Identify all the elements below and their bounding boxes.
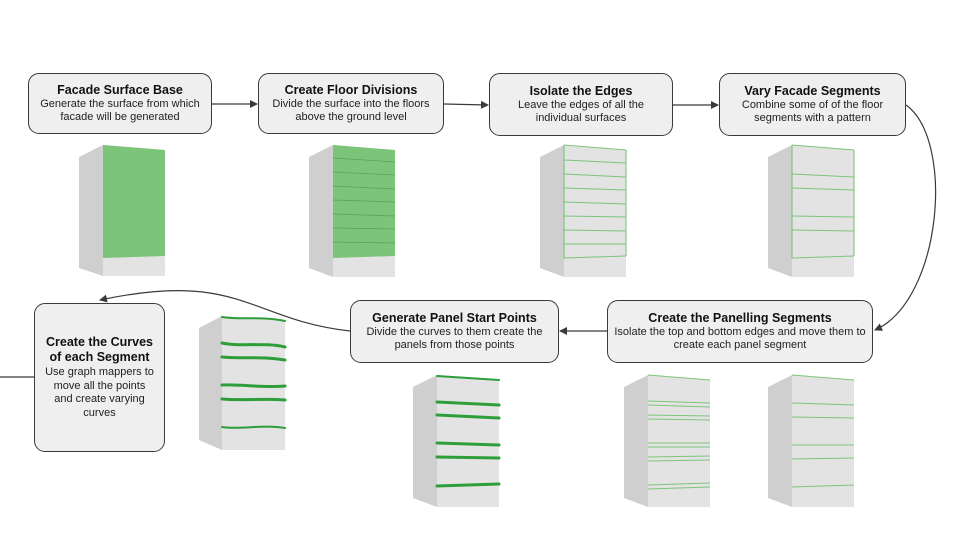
building-8-curved-segments [199,316,287,450]
step-title: Create the Curves of each Segment [46,335,153,364]
building-5-panel-edges [768,374,855,507]
step-description: Use graph mappers to move all the points… [45,366,154,419]
step-generate-panel-start-points: Generate Panel Start Points Divide the c… [350,300,559,363]
arrow-6-to-7 [99,289,351,332]
step-description: Divide the surface into the floors above… [272,97,430,124]
arrow-4-to-5 [874,104,937,331]
step-facade-surface-base: Facade Surface Base Generate the surface… [28,73,212,134]
green-facade-surface [103,145,165,258]
step-title: Vary Facade Segments [744,83,881,98]
step-vary-facade-segments: Vary Facade Segments Combine some of of … [719,73,906,136]
step-description: Isolate the top and bottom edges and mov… [614,325,866,352]
step-create-curves-of-each-segment: Create the Curves of each Segment Use gr… [34,303,165,452]
building-6-panelling-segments [624,374,711,507]
green-facade-surface [333,145,395,258]
step-title: Create Floor Divisions [284,82,418,97]
step-create-floor-divisions: Create Floor Divisions Divide the surfac… [258,73,444,134]
step-title: Facade Surface Base [57,82,183,97]
step-title: Generate Panel Start Points [372,310,537,325]
step-description: Generate the surface from which facade w… [40,97,200,124]
building-3-isolated-edges [540,144,627,277]
step-description: Combine some of of the floor segments wi… [741,98,884,125]
building-7-panel-start-points [413,375,501,507]
step-description: Divide the curves to them create the pan… [366,325,543,352]
step-description: Leave the edges of all the individual su… [518,98,644,125]
step-create-panelling-segments: Create the Panelling Segments Isolate th… [607,300,873,363]
building-1-surface-base [79,145,165,276]
step-title: Create the Panelling Segments [648,310,832,325]
building-2-floor-divisions [309,145,396,277]
arrow-2-to-3 [443,100,489,109]
step-title: Isolate the Edges [529,83,633,98]
building-4-varied-segments [768,144,855,277]
step-isolate-the-edges: Isolate the Edges Leave the edges of all… [489,73,673,136]
